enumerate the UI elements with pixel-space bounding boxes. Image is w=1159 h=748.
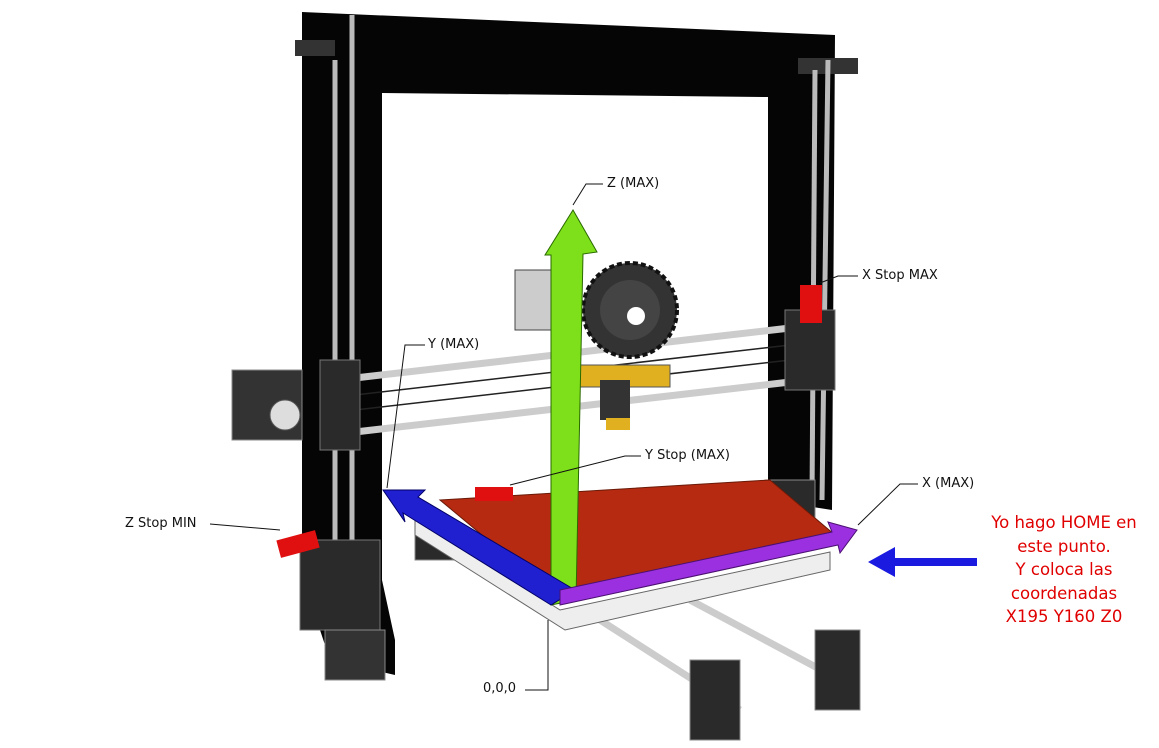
note-line: Y coloca las (1015, 560, 1113, 579)
home-arrow (868, 547, 977, 577)
note-line: X195 Y160 Z0 (1005, 607, 1123, 626)
origin-label: 0,0,0 (483, 681, 517, 696)
x-motor (231, 359, 361, 451)
z-motor (299, 539, 386, 681)
leader-lines (209, 183, 918, 691)
note-line: este punto. (1017, 536, 1111, 556)
z-stop-min-label: Z Stop MIN (125, 516, 197, 531)
x-stop-max-label: X Stop MAX (862, 268, 938, 283)
extruder (514, 261, 679, 430)
z-stop-min-switch (276, 530, 320, 558)
x-max-label: X (MAX) (922, 476, 975, 491)
z-axis-arrow (544, 209, 598, 606)
x-stop-max-switch (800, 285, 822, 323)
x-axis-arrow (559, 521, 858, 606)
y-brackets (414, 479, 861, 741)
y-stop-max-label: Y Stop (MAX) (645, 448, 730, 463)
x-idler (784, 309, 836, 391)
z-max-label: Z (MAX) (607, 176, 660, 191)
note-line: Yo hago HOME en (991, 513, 1137, 532)
y-max-label: Y (MAX) (428, 337, 480, 352)
y-stop-max-switch (475, 487, 513, 501)
home-note: Yo hago HOME en este punto. Y coloca las… (975, 511, 1153, 629)
y-axis-arrow (382, 489, 576, 606)
note-line: coordenadas (1010, 583, 1118, 603)
